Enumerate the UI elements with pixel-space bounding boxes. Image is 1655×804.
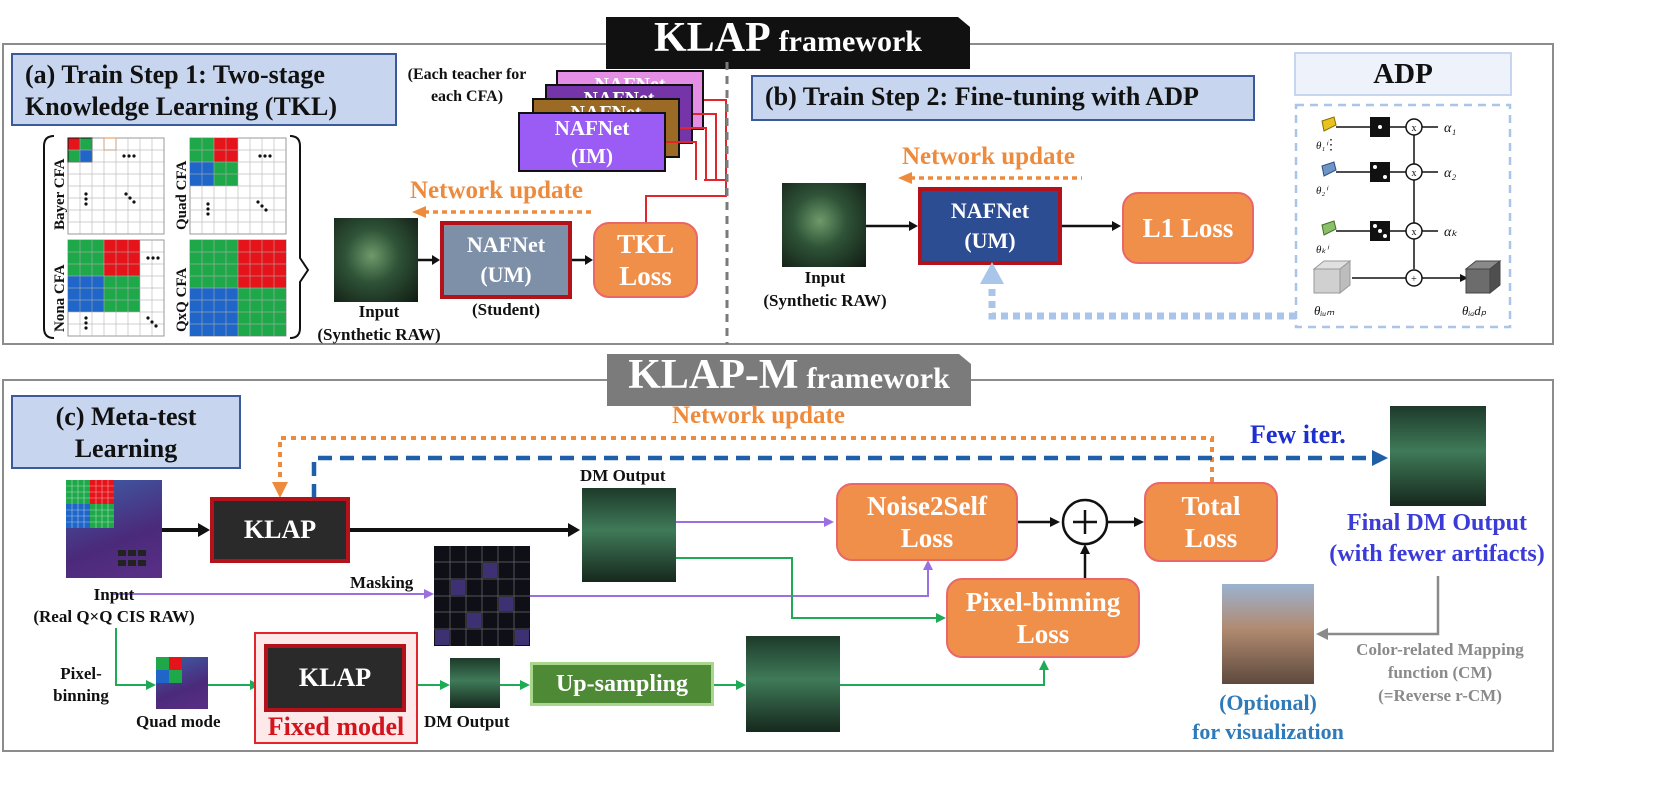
arrows-a [418, 255, 593, 265]
adp-alpha-k: αₖ [1444, 225, 1458, 240]
cm-note: Color-related Mapping function (CM) (=Re… [1356, 640, 1524, 705]
quad-mode-label: Quad mode [136, 712, 221, 731]
svg-text:⋮: ⋮ [1324, 138, 1338, 153]
nafnet-um-b: NAFNet (UM) [918, 187, 1062, 265]
input-caption-b: Input (Synthetic RAW) [763, 268, 887, 310]
few-iter-label: Few iter. [1250, 420, 1346, 449]
input-raw-cfa-overlay [66, 480, 146, 566]
klap-m-banner [607, 354, 971, 406]
adp-feedback-arrow [980, 262, 1296, 320]
teacher-note: (Each teacher for each CFA) [407, 66, 527, 105]
svg-text:x: x [1412, 123, 1417, 134]
nona-grid [68, 240, 140, 312]
input-image-b [782, 183, 866, 267]
svg-text:x: x [1412, 227, 1417, 238]
banner-m-title: KLAP-M [628, 352, 799, 398]
adp-diagram: x x x + ⋮ θ₁ⁱ θ₂ⁱ θₖⁱ α₁ α₂ αₖ θᵢᵤₘ θᵢₐdₚ [1294, 103, 1512, 329]
pixel-binning-loss-box: Pixel-binning Loss [946, 578, 1140, 658]
adp-alpha-2: α₂ [1444, 166, 1456, 181]
adp-theta-adp: θᵢₐdₚ [1462, 303, 1487, 318]
panel-divider [725, 62, 729, 344]
cfa-label-bayer: Bayer CFA [52, 158, 68, 230]
adp-theta-um: θᵢᵤₘ [1314, 303, 1335, 318]
klap-banner [606, 17, 970, 69]
adp-theta-1: θ₁ⁱ [1316, 140, 1329, 152]
dm-output-top-image [582, 488, 676, 582]
arrows-b [866, 221, 1121, 231]
student-caption: (Student) [471, 300, 540, 319]
dm-output-bottom-image [450, 658, 500, 708]
fixed-model-label: Fixed model [267, 712, 405, 741]
step-a-title: (a) Train Step 1: Two-stage Knowledge Le… [11, 53, 397, 126]
teacher-nafnet-im: NAFNet (IM) [518, 112, 666, 172]
svg-text:x: x [1412, 168, 1417, 179]
adp-title: ADP [1294, 52, 1512, 96]
klap-m-banner-text: KLAP-M framework [607, 351, 971, 403]
dm-output-bottom-label: DM Output [424, 712, 510, 731]
quad-mode-cfa [156, 657, 182, 683]
adp-theta-2: θ₂ⁱ [1316, 185, 1329, 197]
cfa-label-quad: Quad CFA [174, 161, 190, 230]
klap-banner-text: KLAP framework [606, 14, 970, 66]
teacher-connectors [645, 99, 727, 222]
klap-fixed-box: KLAP [264, 644, 406, 712]
tkl-loss-box: TKL Loss [593, 222, 698, 298]
optional-visualization-label: (Optional) for visualization [1192, 690, 1344, 744]
dm-output-top-label: DM Output [580, 466, 666, 485]
l1-loss-box: L1 Loss [1122, 192, 1254, 264]
adp-alpha-1: α₁ [1444, 121, 1456, 136]
klap-main-box: KLAP [210, 497, 350, 563]
cfa-label-qxq: QxQ CFA [174, 268, 190, 332]
final-dm-output-label: Final DM Output (with fewer artifacts) [1329, 510, 1545, 567]
input-image-a [334, 218, 418, 302]
upsampled-image [746, 636, 840, 732]
banner-m-subtitle: framework [806, 362, 950, 395]
network-update-c: Network update [672, 402, 845, 429]
noise2self-loss-box: Noise2Self Loss [836, 483, 1018, 561]
upsampling-box: Up-sampling [530, 662, 714, 706]
step-c-title: (c) Meta-test Learning [11, 395, 241, 469]
network-update-b-arrow [898, 172, 1082, 184]
klap-m-flows [112, 436, 1440, 690]
banner-title: KLAP [654, 15, 771, 61]
input-caption-a: Input (Synthetic RAW) [317, 302, 441, 344]
svg-text:+: + [1411, 274, 1417, 285]
cfa-grids: Bayer CFA Quad CFA Nona CFA QxQ CFA [43, 135, 310, 339]
network-update-b: Network update [902, 143, 1075, 170]
banner-subtitle: framework [778, 25, 922, 58]
cfa-label-nona: Nona CFA [52, 264, 68, 332]
network-update-a: Network update [410, 177, 583, 204]
total-loss-box: Total Loss [1144, 482, 1278, 562]
final-dm-output-image [1390, 406, 1486, 506]
student-nafnet-um: NAFNet (UM) [440, 221, 572, 299]
input-caption-c: Input (Real Q×Q CIS RAW) [33, 585, 195, 626]
adp-theta-k: θₖⁱ [1316, 244, 1330, 256]
masking-label: Masking [350, 573, 414, 592]
network-update-a-arrow [412, 206, 594, 218]
masking-grid [434, 546, 530, 646]
visualization-image [1222, 584, 1314, 684]
pixel-binning-label: Pixel- binning [53, 664, 109, 705]
step-b-title: (b) Train Step 2: Fine-tuning with ADP [751, 75, 1255, 121]
